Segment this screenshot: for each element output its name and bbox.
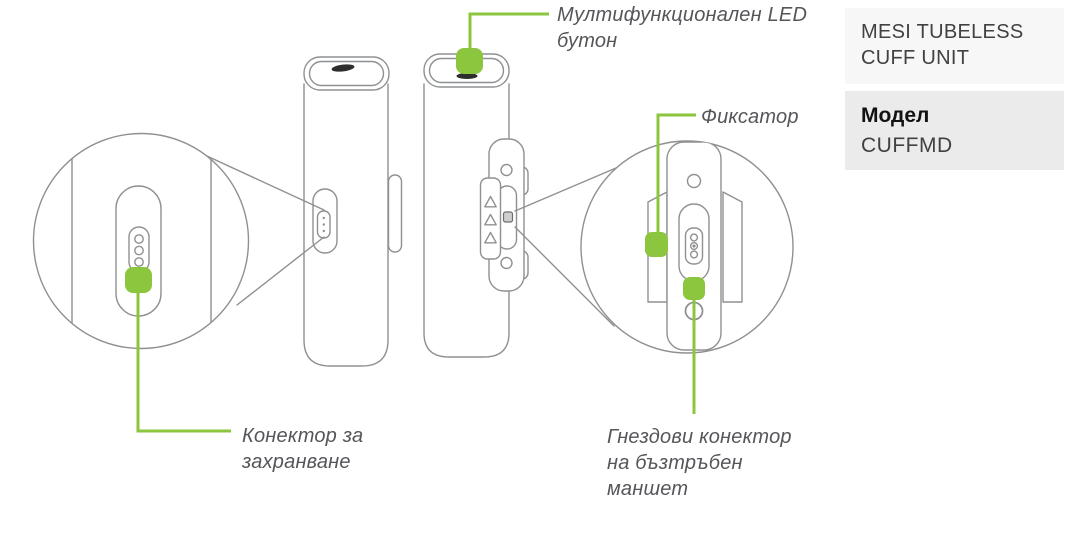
- magnifier-connector-lines: [195, 150, 617, 327]
- callout-line: Мултифункционален LED: [557, 4, 808, 26]
- cylinder-body: [303, 83, 389, 367]
- connector-pin: [689, 250, 699, 259]
- callout-markers: [125, 48, 705, 300]
- callout-line: бутон: [557, 30, 618, 52]
- callout-line: Гнездови конектор: [607, 426, 792, 448]
- magnified-cuff-connector: [684, 227, 704, 265]
- callout-leaders: [136, 12, 696, 433]
- cylinder-top-rim-inner: [308, 60, 385, 87]
- led-button-marker: [456, 48, 483, 74]
- cuff-connector-marker: [683, 277, 705, 300]
- connector-pin: [689, 233, 699, 242]
- connector-pin: [689, 241, 699, 251]
- connector-pin-dot: [322, 229, 325, 233]
- power-connector-callout-label: Конектор за захранване: [242, 423, 363, 475]
- connector-pin-center: [692, 244, 696, 248]
- power-connector-leader-line: [136, 286, 231, 433]
- magnifier-circle: [32, 132, 250, 350]
- model-box: Модел CUFFMD: [845, 91, 1064, 170]
- callout-line: маншет: [607, 478, 689, 500]
- power-connector-recess: [312, 188, 338, 254]
- magnified-hole-top: [686, 173, 702, 189]
- connector-pin: [134, 245, 144, 256]
- callout-line: на бъзтръбен: [607, 452, 743, 474]
- magnified-rail-right: [722, 191, 743, 303]
- fixator-marker: [645, 232, 668, 257]
- led-button-icon: [331, 64, 355, 72]
- connector-pin: [134, 257, 144, 267]
- belt-clip: [387, 174, 403, 253]
- size-rail: [479, 177, 502, 260]
- callout-line: Фиксатор: [701, 106, 799, 128]
- fixator-leader-line: [656, 113, 696, 236]
- product-name-line: CUFF UNIT: [861, 47, 970, 69]
- fixator-latch: [502, 211, 514, 223]
- model-value: CUFFMD: [861, 134, 953, 157]
- triangle-markers-icon: [484, 195, 497, 244]
- cuff-unit-side-view: [423, 53, 529, 358]
- led-button-callout-label: Мултифункционален LED бутон: [557, 2, 807, 54]
- product-name-line: MESI TUBELESS: [861, 21, 1024, 43]
- bracket-hole-bottom: [500, 256, 513, 270]
- fixator-callout-label: Фиксатор: [701, 104, 799, 130]
- bracket-hole-top: [500, 163, 513, 177]
- callout-line: Конектор за: [242, 425, 364, 447]
- product-name-box: MESI TUBELESS CUFF UNIT: [845, 8, 1064, 84]
- cuff-connector-magnifier: [580, 140, 794, 354]
- connector-pin-dot: [322, 223, 325, 226]
- power-connector-marker: [125, 267, 152, 293]
- model-label: Модел: [861, 104, 930, 127]
- connector-pin: [134, 234, 144, 244]
- connector-pin-dot: [322, 216, 325, 220]
- power-connector-magnifier: [32, 132, 250, 350]
- led-button-icon: [456, 73, 478, 79]
- cuff-connector-callout-label: Гнездови конектор на бъзтръбен маншет: [607, 424, 792, 502]
- callout-line: захранване: [242, 451, 351, 473]
- cylinder-body: [423, 83, 510, 358]
- cylinder-top-rim: [303, 56, 390, 91]
- led-button-leader-line: [468, 12, 549, 52]
- cuff-unit-front-view: [303, 56, 403, 367]
